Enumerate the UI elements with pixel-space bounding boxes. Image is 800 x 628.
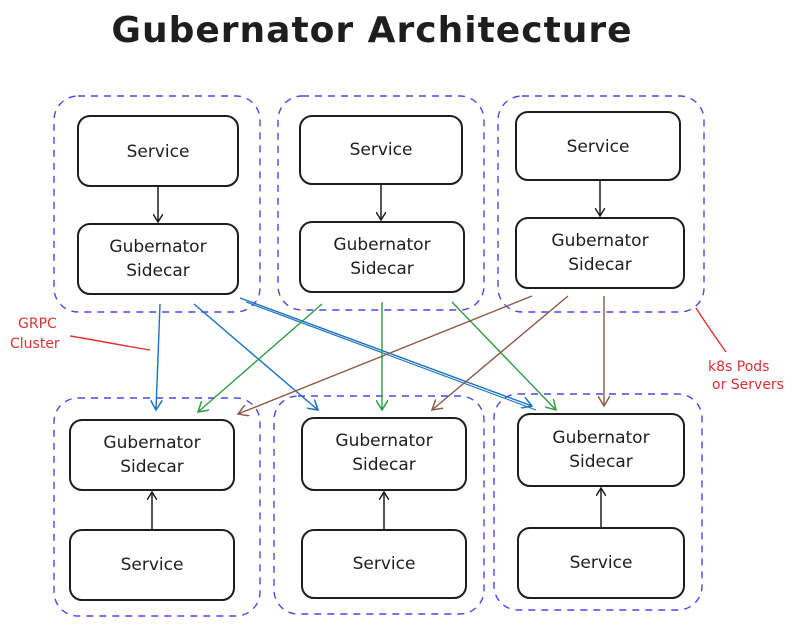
sidecar-label-line2: Sidecar (568, 255, 632, 275)
k8s-pods-label-line1: k8s Pods (708, 359, 769, 375)
service-label: Service (127, 142, 190, 162)
grpc-brown-arrow (432, 295, 569, 410)
service-label: Service (567, 137, 630, 157)
grpc-blue-arrow-stroke (245, 301, 537, 411)
service-label: Service (350, 140, 413, 160)
grpc-blue-arrow (239, 297, 532, 406)
service-box: Service (301, 529, 467, 599)
sidecar-label-line2: Sidecar (126, 261, 190, 281)
gubernator-sidecar-box: Gubernator Sidecar (515, 217, 685, 289)
service-box: Service (299, 115, 463, 185)
service-box: Service (77, 115, 239, 187)
service-label: Service (353, 554, 416, 574)
pod-top-left (53, 95, 261, 313)
sidecar-label-line1: Gubernator (335, 431, 432, 451)
sidecar-label-line1: Gubernator (103, 433, 200, 453)
service-box: Service (515, 111, 681, 181)
service-box: Service (517, 527, 685, 599)
grpc-green-arrow (198, 303, 323, 412)
sidecar-label-line2: Sidecar (350, 259, 414, 279)
service-label: Service (570, 553, 633, 573)
pod-bottom-middle (273, 395, 485, 615)
k8s-pods-pointer (695, 307, 727, 353)
gubernator-sidecar-box: Gubernator Sidecar (77, 223, 239, 295)
sidecar-label-line1: Gubernator (551, 231, 648, 251)
sidecar-label-line1: Gubernator (333, 235, 430, 255)
service-box: Service (69, 529, 235, 601)
grpc-cluster-label-line1: GRPC (18, 316, 57, 332)
gubernator-sidecar-box: Gubernator Sidecar (299, 221, 465, 293)
grpc-blue-arrow (193, 303, 318, 410)
grpc-green-arrow (451, 301, 556, 410)
sidecar-label-line2: Sidecar (352, 455, 416, 475)
k8s-pods-label-line2: or Servers (712, 377, 784, 393)
grpc-cluster-label-line2: Cluster (10, 336, 60, 352)
grpc-brown-arrow (238, 295, 533, 414)
sidecar-label-line1: Gubernator (552, 428, 649, 448)
pod-top-right (497, 95, 705, 313)
grpc-cluster-pointer (69, 335, 151, 351)
pod-bottom-right (493, 393, 703, 611)
gubernator-sidecar-box: Gubernator Sidecar (301, 417, 467, 491)
service-label: Service (121, 555, 184, 575)
sidecar-label-line2: Sidecar (120, 457, 184, 477)
pod-top-middle (277, 95, 485, 311)
diagram-title: Gubernator Architecture (111, 10, 632, 51)
grpc-blue-arrow (156, 303, 160, 410)
gubernator-sidecar-box: Gubernator Sidecar (69, 419, 235, 491)
sidecar-label-line1: Gubernator (109, 237, 206, 257)
sidecar-label-line2: Sidecar (569, 452, 633, 472)
gubernator-sidecar-box: Gubernator Sidecar (517, 413, 685, 487)
